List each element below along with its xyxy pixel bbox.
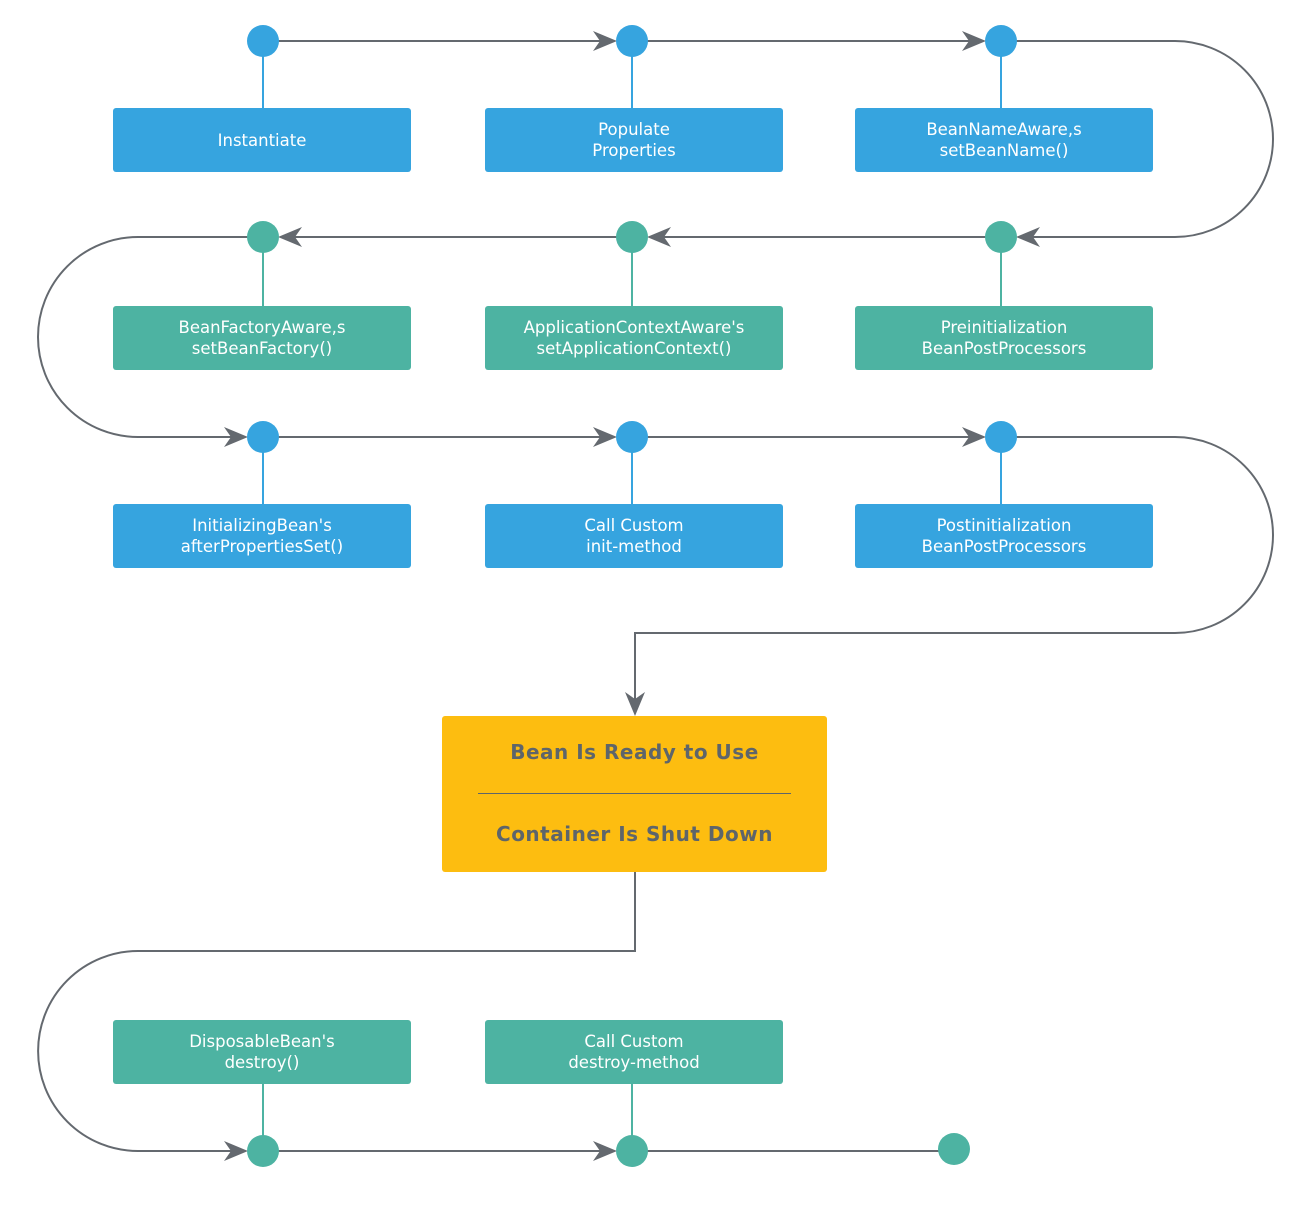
- step-postinitialization: Postinitialization BeanPostProcessors: [855, 504, 1153, 568]
- step-initializing-bean: InitializingBean's afterPropertiesSet(): [113, 504, 411, 568]
- node-dot-9: [985, 421, 1017, 453]
- node-dot-7: [247, 421, 279, 453]
- step-application-context-aware: ApplicationContextAware's setApplication…: [485, 306, 783, 370]
- step-label-line2: BeanPostProcessors: [921, 339, 1087, 358]
- connector-3: [1001, 40, 1274, 247]
- node-dot-6: [985, 221, 1017, 253]
- step-label-line2: destroy-method: [568, 1053, 700, 1072]
- step-custom-destroy-method: Call Custom destroy-method: [485, 1020, 783, 1084]
- step-bean-factory-aware: BeanFactoryAware,s setBeanFactory(): [113, 306, 411, 370]
- step-label-line1: BeanFactoryAware,s: [178, 318, 346, 337]
- node-dot-8: [616, 421, 648, 453]
- step-label-line2: destroy(): [224, 1053, 300, 1072]
- step-populate-properties: Populate Properties: [485, 108, 783, 172]
- step-disposable-bean: DisposableBean's destroy(): [113, 1020, 411, 1084]
- step-label-line1: Call Custom: [584, 516, 684, 535]
- step-label-line1: Preinitialization: [940, 318, 1068, 337]
- connector-9: [625, 436, 1274, 716]
- step-label-line1: InitializingBean's: [192, 516, 332, 535]
- end-node-dot: [938, 1133, 970, 1165]
- node-dot-4: [247, 221, 279, 253]
- node-dot-11: [616, 1135, 648, 1167]
- step-label-line1: Instantiate: [217, 130, 307, 150]
- step-label-line2: afterPropertiesSet(): [180, 537, 344, 556]
- step-label-line2: init-method: [586, 537, 682, 556]
- step-label-line2: setBeanName(): [939, 141, 1069, 160]
- step-label-line2: setApplicationContext(): [536, 339, 732, 358]
- node-dot-1: [247, 25, 279, 57]
- step-preinitialization: Preinitialization BeanPostProcessors: [855, 306, 1153, 370]
- step-custom-init-method: Call Custom init-method: [485, 504, 783, 568]
- step-label-line1: DisposableBean's: [189, 1032, 335, 1051]
- step-label-line1: BeanNameAware,s: [926, 120, 1082, 139]
- step-label-line1: ApplicationContextAware's: [523, 318, 745, 337]
- step-label-line1: Populate: [598, 120, 670, 139]
- node-dot-5: [616, 221, 648, 253]
- step-label-line2: setBeanFactory(): [191, 339, 333, 358]
- step-label-line2: BeanPostProcessors: [921, 537, 1087, 556]
- bean-ready-box: Bean Is Ready to Use Container Is Shut D…: [442, 716, 827, 872]
- node-dot-3: [985, 25, 1017, 57]
- step-bean-name-aware: BeanNameAware,s setBeanName(): [855, 108, 1153, 172]
- connector-6: [37, 236, 263, 447]
- container-shutdown-label: Container Is Shut Down: [496, 822, 773, 846]
- connector-10: [37, 872, 636, 1161]
- step-label-line1: Postinitialization: [936, 516, 1072, 535]
- step-label-line1: Call Custom: [584, 1032, 684, 1051]
- divider: [478, 793, 791, 794]
- bean-ready-label: Bean Is Ready to Use: [510, 740, 759, 764]
- node-dot-2: [616, 25, 648, 57]
- step-label-line2: Properties: [592, 141, 676, 160]
- step-instantiate: Instantiate: [113, 108, 411, 172]
- node-dot-10: [247, 1135, 279, 1167]
